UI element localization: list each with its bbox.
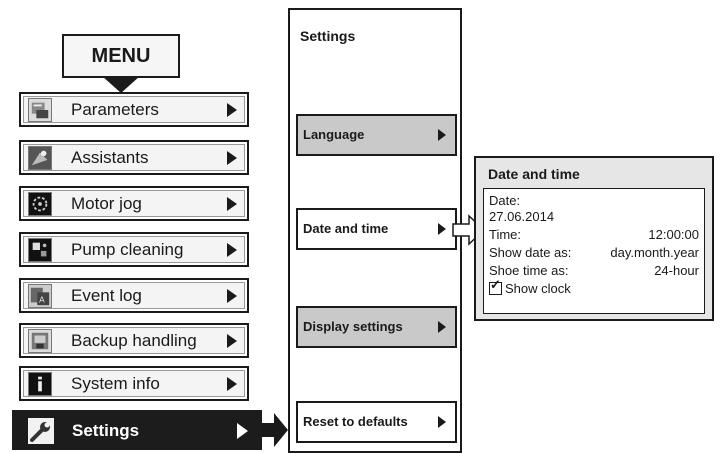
chevron-right-icon [227, 243, 237, 257]
menu-item-label: Parameters [71, 100, 159, 119]
settings-item-date-and-time[interactable]: Date and time [296, 208, 457, 250]
settings-item-language[interactable]: Language [296, 114, 457, 156]
chevron-right-icon [438, 223, 446, 235]
settings-item-label: Display settings [303, 319, 403, 334]
chevron-right-icon [438, 129, 446, 141]
show-date-row[interactable]: Show date as: day.month.year [489, 245, 699, 261]
chevron-right-icon [227, 334, 237, 348]
menu-item-label: Motor jog [71, 194, 142, 213]
menu-item-label: Settings [72, 421, 140, 440]
menu-item-label: Pump cleaning [71, 240, 184, 259]
show-date-label: Show date as: [489, 245, 572, 260]
menu-item-label: Assistants [71, 148, 149, 167]
pump-cleaning-icon [28, 238, 52, 262]
chevron-right-icon [237, 423, 248, 439]
backup-handling-icon [28, 329, 52, 353]
menu-item-label: Event log [71, 286, 142, 305]
settings-panel: Settings Language Date and time Display … [288, 8, 462, 453]
svg-text:A: A [39, 295, 45, 304]
settings-item-reset-to-defaults[interactable]: Reset to defaults [296, 401, 457, 443]
menu-item-assistants[interactable]: Assistants [19, 140, 249, 175]
menu-item-system-info[interactable]: System info [19, 366, 249, 401]
settings-item-display-settings[interactable]: Display settings [296, 306, 457, 348]
parameters-icon [28, 98, 52, 122]
assistants-icon [28, 146, 52, 170]
date-time-title: Date and time [488, 166, 580, 182]
menu-item-parameters[interactable]: Parameters [19, 92, 249, 127]
date-time-content: Date: 27.06.2014 Time: 12:00:00 Show dat… [483, 188, 705, 314]
menu-item-pump-cleaning[interactable]: Pump cleaning [19, 232, 249, 267]
chevron-right-icon [227, 197, 237, 211]
settings-title: Settings [300, 28, 356, 44]
show-time-label: Shoe time as: [489, 263, 569, 278]
motor-jog-icon [28, 192, 52, 216]
settings-item-label: Language [303, 127, 365, 142]
menu-item-label: Backup handling [71, 331, 197, 350]
time-row[interactable]: Time: 12:00:00 [489, 227, 699, 243]
chevron-right-icon [227, 151, 237, 165]
system-info-icon [28, 372, 52, 396]
time-label: Time: [489, 227, 522, 242]
menu-down-arrow-icon [102, 76, 140, 93]
checkmark-icon: ✓ [490, 277, 501, 292]
chevron-right-icon [227, 289, 237, 303]
menu-item-motor-jog[interactable]: Motor jog [19, 186, 249, 221]
menu-item-event-log[interactable]: A Event log [19, 278, 249, 313]
wrench-icon [28, 418, 54, 444]
chevron-right-icon [438, 416, 446, 428]
show-time-value: 24-hour [654, 263, 699, 278]
chevron-right-icon [438, 321, 446, 333]
show-date-value: day.month.year [610, 245, 699, 260]
show-time-row[interactable]: Shoe time as: 24-hour [489, 263, 699, 279]
time-value: 12:00:00 [648, 227, 699, 242]
settings-item-label: Reset to defaults [303, 414, 408, 429]
date-label: Date: [489, 193, 521, 208]
show-clock-label: Show clock [505, 281, 571, 296]
date-value[interactable]: 27.06.2014 [489, 209, 555, 224]
chevron-right-icon [227, 377, 237, 391]
arrow-right-icon [262, 413, 288, 447]
chevron-right-icon [227, 103, 237, 117]
event-log-icon: A [28, 284, 52, 308]
show-clock-checkbox[interactable]: ✓ [489, 278, 502, 295]
menu-title: MENU [62, 34, 180, 78]
show-clock-row[interactable]: ✓ Show clock [489, 278, 699, 297]
menu-item-settings[interactable]: Settings [12, 410, 262, 450]
date-time-panel: Date and time Date: 27.06.2014 Time: 12:… [474, 156, 714, 321]
settings-item-label: Date and time [303, 221, 389, 236]
menu-item-label: System info [71, 374, 160, 393]
menu-item-backup-handling[interactable]: Backup handling [19, 323, 249, 358]
